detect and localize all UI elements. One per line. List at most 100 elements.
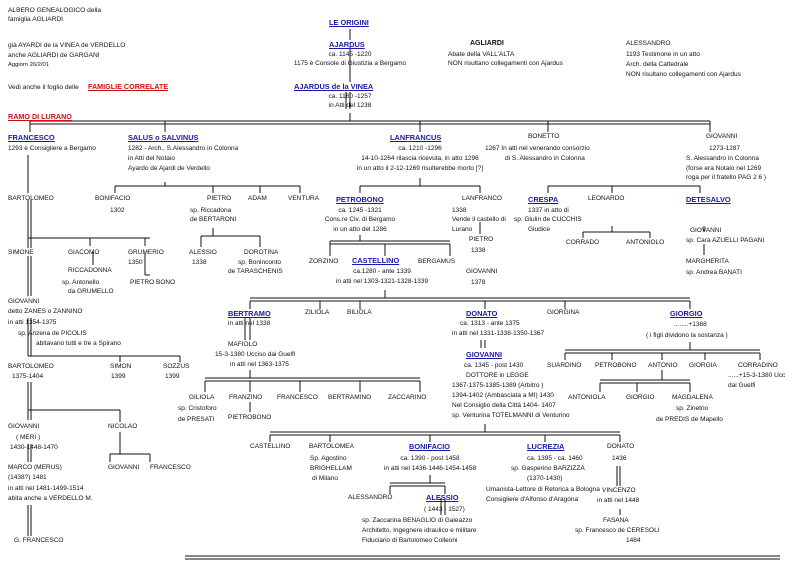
lanfranco-gen3: LANFRANCO xyxy=(462,195,503,202)
donato-gen8-date: 1436 xyxy=(612,455,627,462)
mafiolo-note-2: in atti nel 1363-1375 xyxy=(230,361,289,368)
giovanni-lurano-date: 1378 xyxy=(471,279,486,286)
ventura-gen3: VENTURA xyxy=(288,195,320,202)
castellino-note: in atti nel 1303-1321-1328-1339 xyxy=(335,278,429,285)
giovanni-gen2-note-2: (forse era Notaio nel 1269 xyxy=(686,165,762,172)
detesalvo-child: GIOVANNI xyxy=(690,227,722,234)
bonifacio-dates: ca. 1390 - post 1458 xyxy=(400,455,460,462)
corradino-gen6: CORRADINO xyxy=(738,362,778,369)
giorgina-gen5: GIORGINA xyxy=(547,309,580,316)
sozzus-gen6-date: 1399 xyxy=(165,373,180,380)
giovanni-gen8b: GIOVANNI xyxy=(108,464,140,471)
bonifacio-gen3-date: 1302 xyxy=(110,207,125,214)
petrobono-link[interactable]: PETROBONO xyxy=(336,195,384,204)
dorotina-gen4: DOROTINA xyxy=(244,249,279,256)
franzino-gen7: FRANZINO xyxy=(229,394,263,401)
salus-link[interactable]: SALUS o SALVINUS xyxy=(128,133,199,142)
marco-merus-note-2: abita anche a VERDELLO M. xyxy=(8,495,93,502)
corradino-note-2: dai Guelfi xyxy=(728,382,756,389)
castellino-link[interactable]: CASTELLINO xyxy=(352,256,400,265)
marco-merus-dates: (1438?) 1481 xyxy=(8,474,47,481)
giorgio-date: ........+1368 xyxy=(674,321,707,328)
bergamus-gen4: BERGAMUS xyxy=(418,258,456,265)
salus-note-1: 1282 - Arch., S.Alessandro in Colonna xyxy=(128,145,239,152)
francesco-link[interactable]: FRANCESCO xyxy=(8,133,55,142)
lucrezia-link[interactable]: LUCREZIA xyxy=(527,442,565,451)
alessandro-top-name: ALESSANDRO xyxy=(626,40,671,47)
giovanni-dottore-title: DOTTORE in LEGGE xyxy=(466,372,529,379)
alessio-note-1: Architetto, Ingegnere idraulico e milita… xyxy=(362,527,477,534)
bonetto-name: BONETTO xyxy=(528,133,560,140)
ajardus-link[interactable]: AJARDUS xyxy=(329,40,365,49)
crespa-note-3: Giudice xyxy=(528,226,551,233)
update-date: Aggiorn 26/2/01 xyxy=(8,62,49,68)
lanfrancus-dates: ca. 1210 -1296 xyxy=(398,145,442,152)
petrobono-dates: ca. 1245 -1321 xyxy=(338,207,382,214)
donato-link[interactable]: DONATO xyxy=(466,309,498,318)
lanfranco-gen3-note-2: Lurano xyxy=(452,226,473,233)
giliola-gen7: GILIOLA xyxy=(189,394,215,401)
giliola-spouse-2: de PRESATI xyxy=(178,416,215,423)
alessio-note-2: Fiduciario di Bartolomeo Colleoni xyxy=(362,537,458,544)
castellino-dates: ca.1280 - ante 1339 xyxy=(353,268,411,275)
giovanni-lurano: GIOVANNI xyxy=(466,268,498,275)
detesalvo-child-spouse: sp. Cara AZUELLI PAGANI xyxy=(686,237,765,244)
bertramo-note: in atti nel 1338 xyxy=(228,320,271,327)
detesalvo-link[interactable]: DETESALVO xyxy=(686,195,731,204)
bonifacio-gen3: BONIFACIO xyxy=(95,195,131,202)
le-origini-link[interactable]: LE ORIGINI xyxy=(329,18,369,27)
lanfranco-gen3-date: 1338 xyxy=(452,207,467,214)
bartolomea-spouse-3: di Milano xyxy=(312,475,339,482)
margherita-spouse: sp. Andrea BANATI xyxy=(686,269,742,276)
famiglie-correlate-link[interactable]: FAMIGLIE CORRELATE xyxy=(88,82,169,91)
bertramino-gen7: BERTRAMINO xyxy=(328,394,372,401)
bertramo-link[interactable]: BERTRAMO xyxy=(228,309,271,318)
biliola-gen5: BILIOLA xyxy=(347,309,372,316)
giorgia-gen6: GIORGIA xyxy=(689,362,717,369)
giovanni-gen2-dates: 1273-1287 xyxy=(709,145,741,152)
lanfrancus-link[interactable]: LANFRANCUS xyxy=(390,133,442,142)
giovanni-zanes-residence: abitavano tutti e tre a Spirano xyxy=(36,340,121,347)
alessio-link[interactable]: ALESSIO xyxy=(426,493,459,502)
vinea-note: in Atti del 1238 xyxy=(328,102,372,109)
nicolao-gen8: NICOLAO xyxy=(108,423,138,430)
suardino-gen6: SUARDINO xyxy=(547,362,582,369)
petrobono-gen6: PETROBONO xyxy=(595,362,637,369)
corradino-note-1: ......+15-3-1380 Ucc xyxy=(728,372,786,379)
lanfranco-gen3-note-1: Vende il castello di xyxy=(452,216,506,223)
donato-gen8: DONATO xyxy=(607,443,635,450)
lanfrancus-note-2: in un atto il 2-12-1269 risulterebbe mor… xyxy=(356,165,484,172)
giovanni-zanes-note-1: detto ZANES o ZANNINO xyxy=(8,308,83,315)
alessio-gen4: ALESSIO xyxy=(189,249,217,256)
alessio-dates: ( 1443 - 1527) xyxy=(424,506,465,513)
fasana-date: 1484 xyxy=(626,537,641,544)
grumerio-gen4: GRUMERIO xyxy=(128,249,164,256)
giovanni-gen2-name: GIOVANNI xyxy=(706,133,738,140)
giorgio-note: ( i figli dividono la sostanza ) xyxy=(646,332,728,339)
giovanni-dottore-note-1: 1367-1375-1385-1389 (Arbitro ) xyxy=(452,382,544,389)
giacomo-gen4: GIACOMO xyxy=(68,249,100,256)
donato-note: in atti nel 1331-1338-1350-1367 xyxy=(452,330,545,337)
ajardus-de-la-vinea-link[interactable]: AJARDUS de la VINEA xyxy=(294,82,374,91)
antoniolo-gen3: ANTONIOLO xyxy=(626,239,665,246)
giorgio-link[interactable]: GIORGIO xyxy=(670,309,703,318)
francesco-gen8: FRANCESCO xyxy=(150,464,191,471)
castellino-gen8: CASTELLINO xyxy=(250,443,291,450)
marco-merus-note-1: in atti nel 1481-1499-1514 xyxy=(8,485,84,492)
alessio-gen4-date: 1338 xyxy=(192,259,207,266)
donato-dates: ca. 1313 - ante 1375 xyxy=(460,320,520,327)
pietro-bono-gen4: PIETRO BONO xyxy=(130,279,176,286)
giovanni-meri: GIOVANNI xyxy=(8,423,40,430)
giovanni-gen2-note-3: roga per il fratello PAG 2 6 ) xyxy=(686,174,767,181)
salus-note-3: Ayardo de Ajardi de Verdello xyxy=(128,165,210,172)
riccadonna-spouse-1: sp. Antonello xyxy=(62,279,100,286)
giovanni-dottore-note-3: Nel Consiglio della Città 1404- 1407 xyxy=(452,402,556,409)
ramo-di-lurano-link[interactable]: RAMO DI LURANO xyxy=(8,112,72,121)
pietrobono-gen7: PIETROBONO xyxy=(228,414,272,421)
crespa-link[interactable]: CRESPA xyxy=(528,195,559,204)
mafiolo-note-1: 15-3-1380 Ucciso dai Guelfi xyxy=(215,351,296,358)
bonifacio-link[interactable]: BONIFACIO xyxy=(409,442,451,451)
giovanni-dottore-link[interactable]: GIOVANNI xyxy=(466,350,502,359)
surname-variant-2: anche AGLIARDI de GARGANI xyxy=(8,52,100,59)
petrobono-note-1: Cons.re Civ. di Bergamo xyxy=(324,216,396,223)
